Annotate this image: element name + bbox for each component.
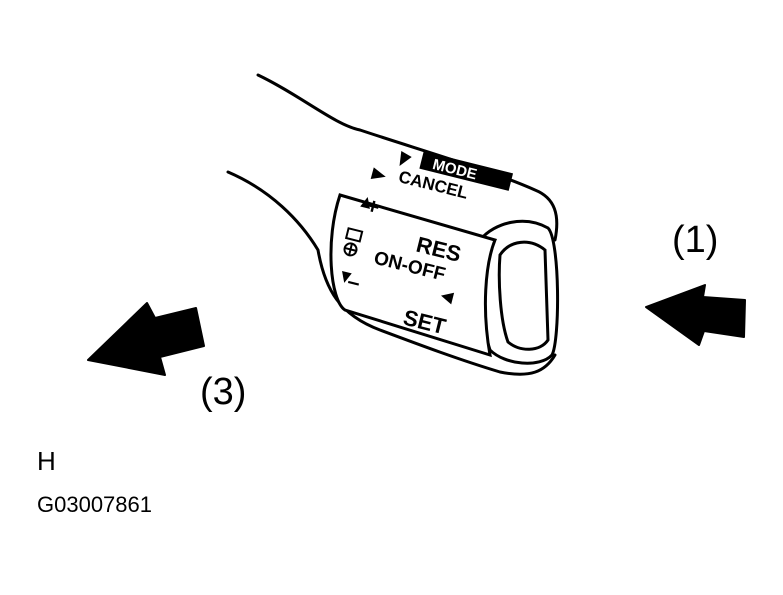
mode-label-block: MODE CANCEL bbox=[397, 151, 514, 203]
switch-panel bbox=[329, 193, 498, 358]
plus-label: + bbox=[364, 192, 383, 219]
corner-letter: H bbox=[37, 446, 56, 476]
right-arrow-icon bbox=[370, 167, 386, 179]
lever-tip-inner bbox=[497, 240, 550, 351]
down-triangle-icon bbox=[342, 271, 352, 283]
left-triangle-icon bbox=[441, 292, 455, 305]
callout-1: (1) bbox=[672, 219, 719, 261]
pull-arrow-icon bbox=[87, 302, 205, 376]
figure-code: G03007861 bbox=[37, 492, 152, 517]
up-arrow-icon bbox=[399, 150, 412, 167]
push-arrow-icon bbox=[645, 284, 746, 346]
up-triangle-icon bbox=[360, 197, 370, 209]
cruise-icon bbox=[343, 227, 364, 257]
callout-3: (3) bbox=[200, 371, 247, 413]
